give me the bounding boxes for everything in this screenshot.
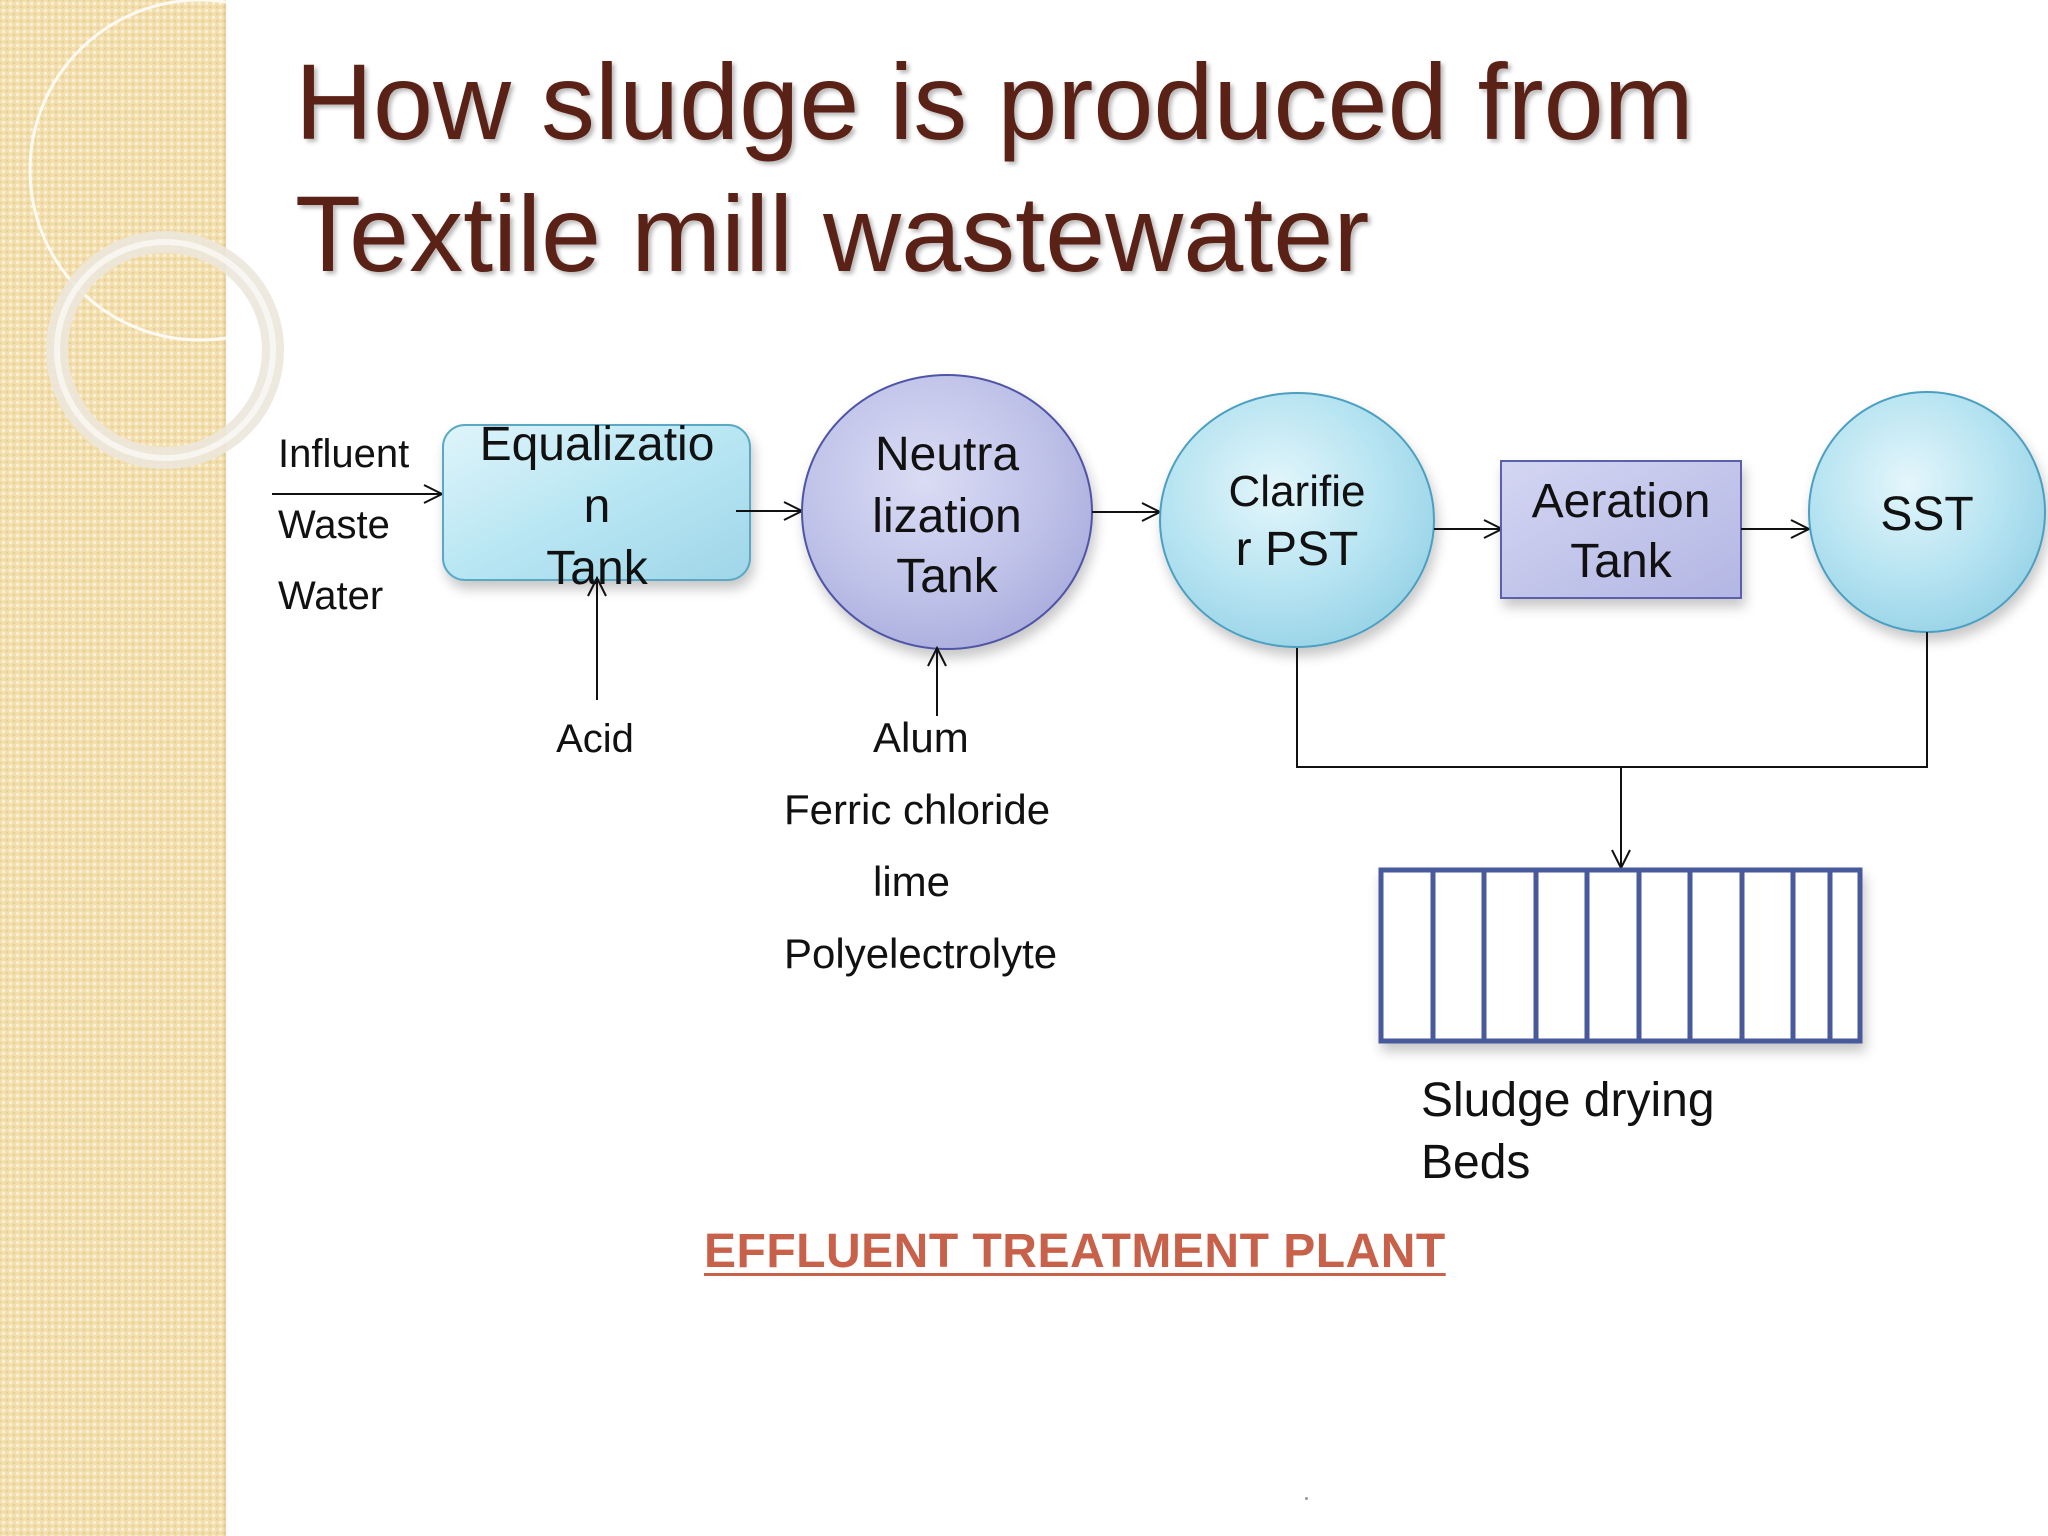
sst-label: SST xyxy=(1880,488,1973,541)
side-band-shadow xyxy=(224,0,228,1536)
clarifier-pst-label-line-1: Clarifie xyxy=(1229,467,1366,516)
sludge-collection-line xyxy=(1296,632,1928,768)
diagram-caption: EFFLUENT TREATMENT PLANT xyxy=(704,1225,1446,1278)
decorative-dot xyxy=(1305,1497,1308,1500)
decorative-ring-small-highlight xyxy=(54,239,276,461)
aeration-tank-label-line-1: Aeration xyxy=(1532,475,1711,528)
chemical-alum-label: Alum xyxy=(873,714,969,761)
influent-label-line-2: Waste xyxy=(278,503,390,547)
clarifier-pst-node: Clarifie r PST xyxy=(1159,392,1435,648)
sst-node: SST xyxy=(1808,391,2046,633)
chemical-lime-label: lime xyxy=(873,858,950,905)
influent-label-line-1: Influent xyxy=(278,432,409,476)
clarifier-pst-label-line-2: r PST xyxy=(1236,523,1359,576)
sludge-beds-label-line-1: Sludge drying xyxy=(1421,1074,1715,1127)
neutralization-tank-label-line-1: Neutra xyxy=(875,428,1019,481)
neutralization-tank-node: Neutra lization Tank xyxy=(801,374,1093,650)
neutralization-tank-label-line-3: Tank xyxy=(896,550,998,603)
slide-title: How sludge is produced from Textile mill… xyxy=(295,36,1995,300)
decorative-rings xyxy=(28,0,330,469)
aeration-tank-node: Aeration Tank xyxy=(1500,460,1742,599)
aeration-tank-box xyxy=(1500,460,1742,599)
decorative-ring-large xyxy=(28,0,330,342)
equalization-tank-label-line-2: n xyxy=(584,480,611,533)
chemical-ferric-chloride-label: Ferric chloride xyxy=(784,786,1050,833)
sludge-beds-label-line-2: Beds xyxy=(1421,1136,1530,1189)
acid-label: Acid xyxy=(556,717,634,761)
equalization-tank-label-line-1: Equalizatio xyxy=(480,418,715,471)
neutralization-tank-label-line-2: lization xyxy=(872,490,1021,543)
influent-label-line-3: Water xyxy=(278,574,383,618)
sludge-beds-frame xyxy=(1378,867,1863,1044)
equalization-tank-node: Equalizatio n Tank xyxy=(442,418,751,595)
clarifier-pst-circle xyxy=(1159,392,1435,648)
slide-title-line-1: How sludge is produced from xyxy=(295,41,1694,162)
aeration-tank-label-line-2: Tank xyxy=(1570,535,1672,588)
sludge-drying-beds xyxy=(1378,867,1863,1044)
slide-title-line-2: Textile mill wastewater xyxy=(295,173,1370,294)
chemical-polyelectrolyte-label: Polyelectrolyte xyxy=(784,930,1057,977)
